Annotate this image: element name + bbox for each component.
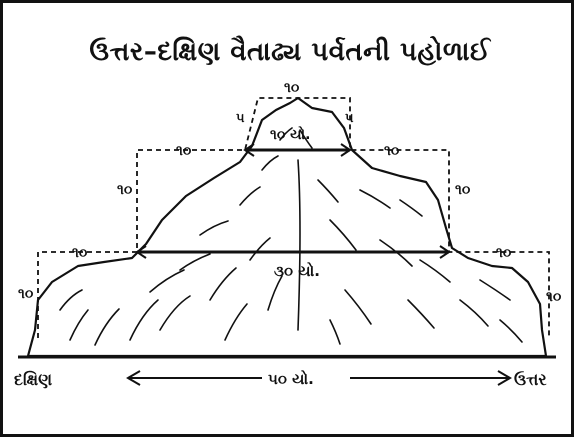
top-right-height-label: ૫ (345, 111, 354, 126)
north-label: ઉત્તર (514, 370, 547, 389)
base-width-label: ૩૦ યો. (274, 261, 320, 280)
base-left-height-label: ૧૦ (18, 286, 34, 302)
mid-right-step-label: ૧૦ (384, 143, 400, 159)
top-left-height-label: ૫ (236, 111, 245, 126)
top-width-label: ૧૦ (284, 80, 300, 96)
mid-left-step-label: ૧૦ (176, 143, 192, 159)
mountain-outline (26, 96, 548, 358)
mountain-hatching (59, 127, 523, 346)
total-width-arrow (126, 370, 512, 386)
diagram-title: ઉત્તર–દક્ષિણ વૈતાઢ્ય પર્વતની પહોળાઈ (89, 37, 491, 67)
base-right-step-label: ૧૦ (496, 245, 512, 261)
arrow-heads (135, 143, 451, 259)
mid-right-height-label: ૧૦ (455, 182, 471, 198)
south-label: દક્ષિણ (14, 370, 52, 389)
base-right-height-label: ૧૦ (546, 289, 562, 305)
dashed-outline (37, 97, 550, 338)
summit-width-label: ૧૦ યો. (270, 125, 310, 143)
mid-left-height-label: ૧૦ (117, 182, 133, 198)
width-lines (18, 148, 556, 359)
base-left-step-label: ૧૦ (72, 245, 88, 261)
total-width-label: ૫૦ યો. (268, 369, 314, 388)
